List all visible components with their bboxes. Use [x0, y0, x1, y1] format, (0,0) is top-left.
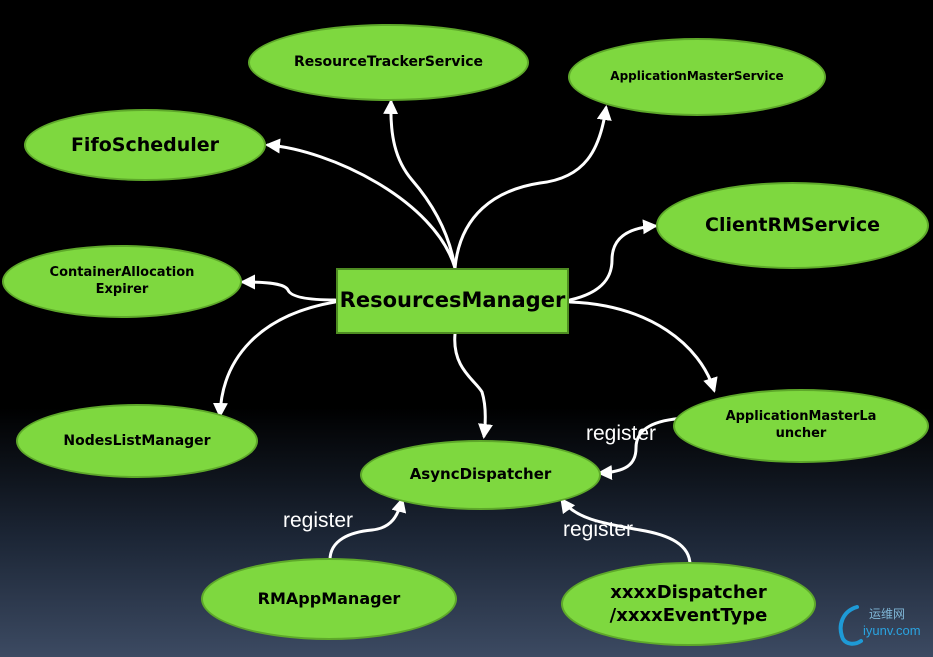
node-label: ContainerAllocation Expirer	[49, 264, 195, 297]
arrow-rm-to-nodes-list-manager	[212, 300, 337, 418]
arrow-launcher-to-async-dispatcher	[597, 416, 687, 481]
node-resources-manager: ResourcesManager	[336, 268, 569, 334]
node-container-allocation-expirer: ContainerAllocation Expirer	[2, 245, 242, 318]
node-application-master-service: ApplicationMasterService	[568, 38, 826, 116]
watermark: 运维网 iyunv.com	[835, 601, 921, 647]
node-rm-app-manager: RMAppManager	[201, 558, 457, 640]
node-async-dispatcher: AsyncDispatcher	[360, 440, 601, 510]
node-label: ClientRMService	[705, 214, 880, 237]
arrow-rm-to-resource-tracker	[383, 99, 457, 270]
node-xxxx-dispatcher: xxxxDispatcher /xxxxEventType	[561, 562, 816, 646]
node-label: ResourcesManager	[339, 288, 566, 313]
node-label: AsyncDispatcher	[409, 465, 552, 484]
node-label: ResourceTrackerService	[293, 54, 484, 71]
node-label: FifoScheduler	[70, 133, 220, 156]
node-client-rm-service: ClientRMService	[656, 182, 929, 269]
arrow-rmapp-to-async-dispatcher	[328, 497, 407, 562]
watermark-swoosh-icon	[838, 605, 863, 646]
node-label: NodesListManager	[63, 432, 211, 449]
node-fifo-scheduler: FifoScheduler	[24, 109, 266, 181]
arrow-xxxx-to-async-dispatcher	[560, 497, 692, 567]
node-label: ApplicationMasterService	[610, 69, 784, 84]
arrow-rm-to-fifo-scheduler	[265, 138, 457, 270]
arrow-rm-to-app-master-service	[453, 105, 612, 270]
edge-label-register-xxxx: register	[563, 518, 634, 541]
node-nodes-list-manager: NodesListManager	[16, 404, 258, 478]
node-label: xxxxDispatcher /xxxxEventType	[609, 581, 768, 626]
node-resource-tracker-service: ResourceTrackerService	[248, 24, 529, 101]
watermark-top-text: 运维网	[869, 607, 906, 621]
arrow-rm-to-client-rm-service	[568, 219, 658, 302]
edge-label-register-launcher: register	[586, 422, 657, 445]
node-label: ApplicationMasterLa uncher	[725, 409, 877, 441]
arrow-rm-to-async-dispatcher	[453, 332, 493, 439]
watermark-bottom-text: iyunv.com	[863, 623, 921, 638]
node-application-master-launcher: ApplicationMasterLa uncher	[673, 389, 929, 463]
node-label: RMAppManager	[257, 588, 401, 608]
arrow-rm-to-container-allocation-expirer	[240, 274, 337, 302]
arrow-rm-to-app-master-launcher	[568, 300, 718, 393]
edge-label-register-rmapp: register	[283, 509, 354, 532]
